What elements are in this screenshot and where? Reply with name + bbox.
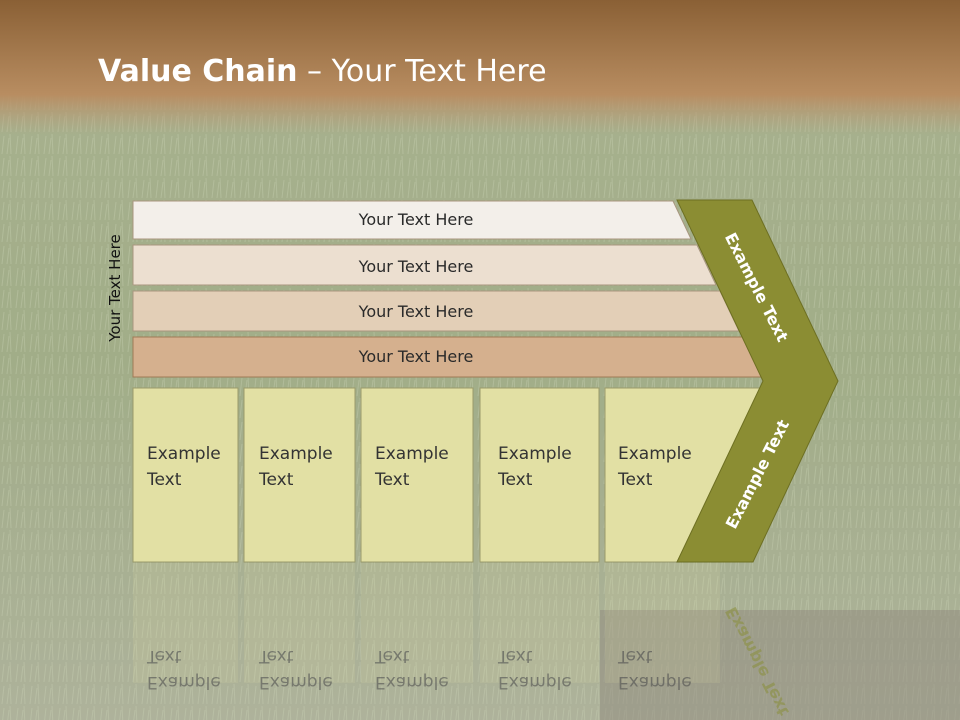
column-3: Example Text bbox=[360, 387, 474, 563]
reflection-text-1b: Text bbox=[146, 646, 182, 666]
bar-3: Your Text Here bbox=[132, 290, 740, 332]
bar-1: Your Text Here bbox=[132, 200, 692, 240]
column-1: Example Text bbox=[132, 387, 239, 563]
column-1-line1: Example bbox=[147, 444, 221, 464]
column-3-line2: Text bbox=[374, 470, 410, 490]
slide-title: Value Chain – Your Text Here bbox=[98, 54, 547, 89]
reflection-chevron-label: Example Text bbox=[721, 604, 792, 720]
column-1-box bbox=[132, 387, 239, 563]
reflection-text-5b: Text bbox=[617, 646, 653, 666]
bar-4: Your Text Here bbox=[132, 336, 763, 378]
reflection-col-4 bbox=[480, 563, 599, 683]
chevron-shape bbox=[676, 199, 839, 563]
bar-1-shape bbox=[132, 200, 692, 240]
column-2-line1: Example bbox=[259, 444, 333, 464]
reflection-text-2b: Text bbox=[258, 646, 294, 666]
bar-2-shape bbox=[132, 244, 717, 286]
column-2-box bbox=[243, 387, 356, 563]
reflection-col-3 bbox=[361, 563, 473, 683]
reflection-col-1 bbox=[133, 563, 238, 683]
title-rest: – Your Text Here bbox=[297, 54, 547, 89]
column-4-box bbox=[479, 387, 600, 563]
column-1-line2: Text bbox=[146, 470, 182, 490]
reflection-text-5a: Example bbox=[618, 672, 692, 692]
column-4: Example Text bbox=[479, 387, 600, 563]
title-bold: Value Chain bbox=[98, 54, 298, 89]
reflection-text-4b: Text bbox=[497, 646, 533, 666]
reflection: Example Text Example Text Example Text E… bbox=[133, 563, 793, 719]
column-4-line2: Text bbox=[497, 470, 533, 490]
column-5: Example Text bbox=[604, 387, 763, 563]
column-2: Example Text bbox=[243, 387, 356, 563]
reflection-text-3b: Text bbox=[374, 646, 410, 666]
column-2-line2: Text bbox=[258, 470, 294, 490]
column-5-line2: Text bbox=[617, 470, 653, 490]
reflection-col-5 bbox=[605, 563, 720, 683]
column-3-box bbox=[360, 387, 474, 563]
reflection-text-1a: Example bbox=[147, 672, 221, 692]
bar-1-label: Your Text Here bbox=[358, 210, 474, 229]
reflection-col-2 bbox=[244, 563, 355, 683]
column-3-line1: Example bbox=[375, 444, 449, 464]
column-5-line1: Example bbox=[618, 444, 692, 464]
bar-3-label: Your Text Here bbox=[358, 302, 474, 321]
bar-2: Your Text Here bbox=[132, 244, 717, 286]
column-4-line1: Example bbox=[498, 444, 572, 464]
bar-2-label: Your Text Here bbox=[358, 257, 474, 276]
reflection-text-3a: Example bbox=[375, 672, 449, 692]
bar-4-label: Your Text Here bbox=[358, 347, 474, 366]
reflection-text-4a: Example bbox=[498, 672, 572, 692]
reflection-text-2a: Example bbox=[259, 672, 333, 692]
